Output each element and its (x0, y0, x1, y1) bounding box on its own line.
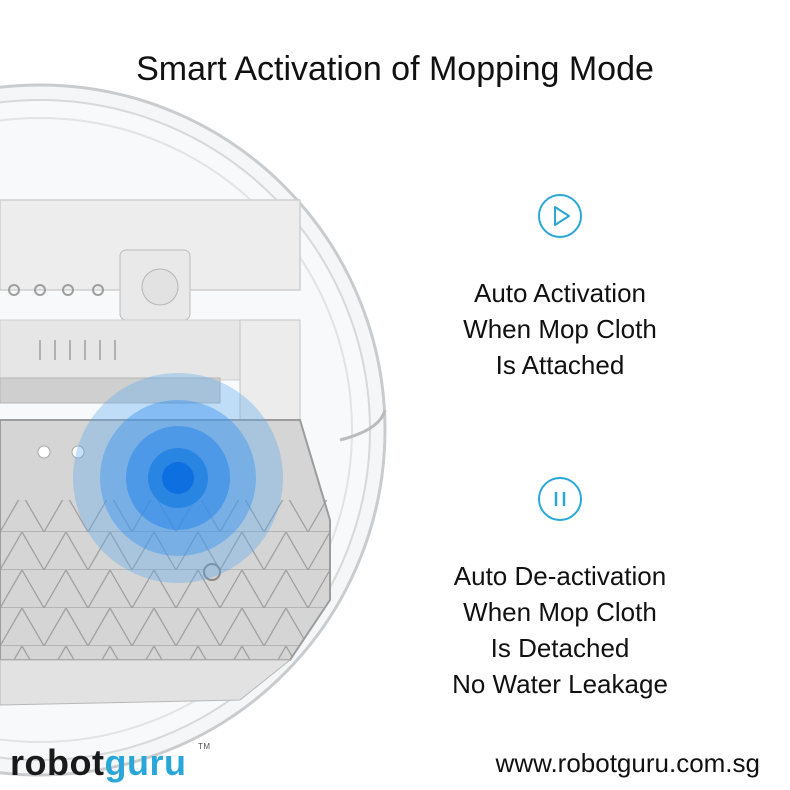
feature-line: No Water Leakage (452, 669, 668, 699)
feature-line: When Mop Cloth (463, 314, 657, 344)
page-title: Smart Activation of Mopping Mode (136, 50, 654, 88)
feature-line: Is Attached (495, 350, 625, 380)
trademark-mark: TM (198, 742, 211, 751)
feature-line: Is Detached (490, 633, 630, 663)
logo-text-guru: guru (104, 742, 187, 783)
pause-icon (537, 476, 583, 522)
feature-auto-deactivation: Auto De-activation When Mop Cloth Is Det… (395, 476, 725, 702)
feature-line: When Mop Cloth (463, 597, 657, 627)
feature-line: Auto Activation (474, 278, 646, 308)
play-icon (537, 193, 583, 239)
robotguru-logo: robotguru TM (10, 742, 210, 784)
logo-text-robot: robot (10, 742, 105, 783)
feature-auto-activation: Auto Activation When Mop Cloth Is Attach… (395, 193, 725, 383)
feature-line: Auto De-activation (453, 561, 667, 591)
website-url: www.robotguru.com.sg (495, 748, 760, 778)
